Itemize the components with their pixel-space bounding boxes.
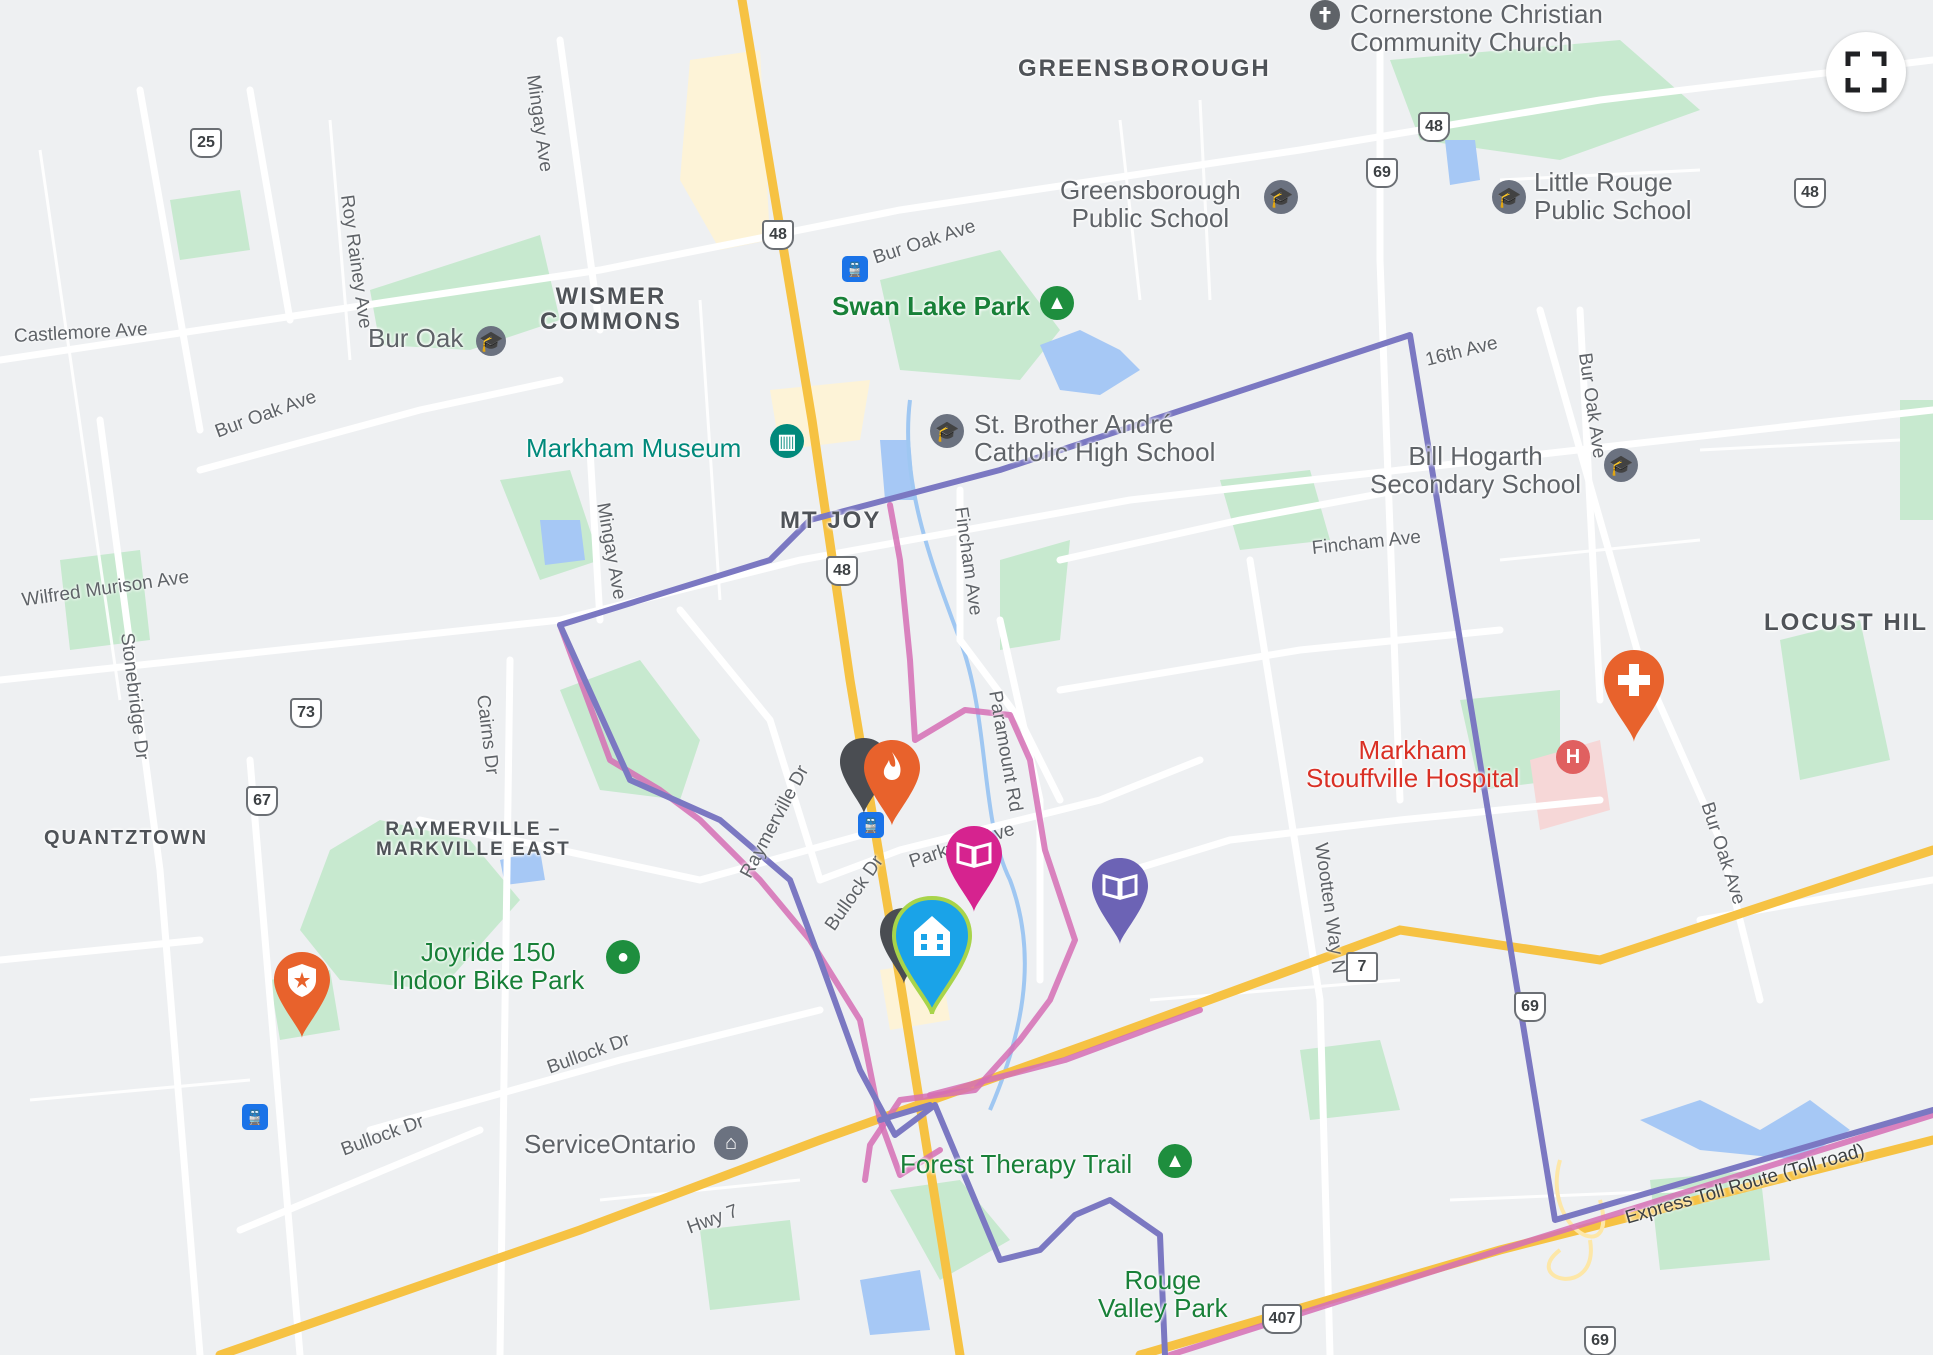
poi-greensborough-ps[interactable]: Greensborough Public School	[1060, 175, 1241, 233]
label-raymerville: RAYMERVILLE – MARKVILLE EAST	[376, 819, 571, 860]
park-tree-icon: ▲	[1040, 286, 1074, 320]
poi-st-brother-andre[interactable]: St. Brother André Catholic High School	[974, 409, 1216, 467]
shield-67: 67	[246, 786, 278, 816]
government-icon: ⌂	[714, 1126, 748, 1160]
police-pin-icon[interactable]	[272, 950, 332, 1042]
church-icon: ✝	[1310, 0, 1340, 30]
school-icon: 🎓	[1492, 180, 1526, 214]
shield-48-far-east: 48	[1794, 178, 1826, 208]
label-locust-hill: LOCUST HIL	[1764, 609, 1928, 636]
poi-cornerstone-church[interactable]: Cornerstone Christian Community Church	[1350, 0, 1603, 57]
shield-69-south: 69	[1584, 1326, 1616, 1355]
poi-little-rouge-ps[interactable]: Little Rouge Public School	[1534, 167, 1692, 225]
shield-73: 73	[290, 698, 322, 728]
label-greensborough: GREENSBOROUGH	[1018, 55, 1271, 82]
poi-rouge-valley-park[interactable]: Rouge Valley Park	[1098, 1265, 1228, 1323]
poi-bill-hogarth[interactable]: Bill Hogarth Secondary School	[1370, 441, 1582, 499]
school-icon: 🎓	[476, 326, 506, 356]
shield-407: 407	[1262, 1304, 1302, 1334]
shield-48-east: 48	[1418, 112, 1450, 142]
library-pink-pin-icon[interactable]	[944, 824, 1004, 916]
shield-69-mid: 69	[1514, 992, 1546, 1022]
school-icon: 🎓	[1264, 180, 1298, 214]
shield-48-north: 48	[762, 220, 794, 250]
park-tree-icon: ▲	[1158, 1144, 1192, 1178]
fullscreen-button[interactable]	[1826, 32, 1906, 112]
hospital-cross-pin-icon[interactable]	[1602, 648, 1666, 746]
library-purple-pin-icon[interactable]	[1090, 856, 1150, 948]
parks	[60, 40, 1933, 1310]
fullscreen-icon	[1845, 51, 1887, 93]
poi-markham-museum[interactable]: Markham Museum	[526, 433, 742, 463]
boundaries	[557, 332, 1933, 1355]
transit-icon: 🚆	[858, 812, 884, 838]
fire-station-pin-icon[interactable]	[862, 738, 922, 830]
poi-swan-lake-park[interactable]: Swan Lake Park	[832, 291, 1030, 321]
water	[500, 140, 1850, 1335]
transit-icon: 🚆	[242, 1104, 268, 1130]
school-icon: 🎓	[930, 414, 964, 448]
shield-48-south: 48	[826, 556, 858, 586]
bike-park-icon: ●	[606, 940, 640, 974]
hospital-h-icon: H	[1556, 740, 1590, 774]
label-wismer-commons: WISMER COMMONS	[540, 283, 682, 335]
label-mt-joy: MT JOY	[780, 507, 882, 534]
poi-bur-oak-school[interactable]: Bur Oak	[368, 323, 464, 353]
poi-service-ontario[interactable]: ServiceOntario	[524, 1129, 696, 1159]
poi-forest-therapy-trail[interactable]: Forest Therapy Trail	[900, 1149, 1133, 1179]
museum-icon: ▥	[770, 424, 804, 458]
poi-hospital[interactable]: Markham Stouffville Hospital	[1306, 735, 1520, 793]
poi-joyride-150[interactable]: Joyride 150 Indoor Bike Park	[392, 937, 585, 995]
transit-icon: 🚆	[842, 256, 868, 282]
label-quantztown: QUANTZTOWN	[44, 827, 209, 849]
shield-7: 7	[1346, 952, 1378, 982]
home-pin-icon[interactable]	[890, 894, 974, 1020]
shield-25: 25	[190, 128, 222, 158]
school-icon: 🎓	[1604, 448, 1638, 482]
shield-69-north: 69	[1366, 158, 1398, 188]
